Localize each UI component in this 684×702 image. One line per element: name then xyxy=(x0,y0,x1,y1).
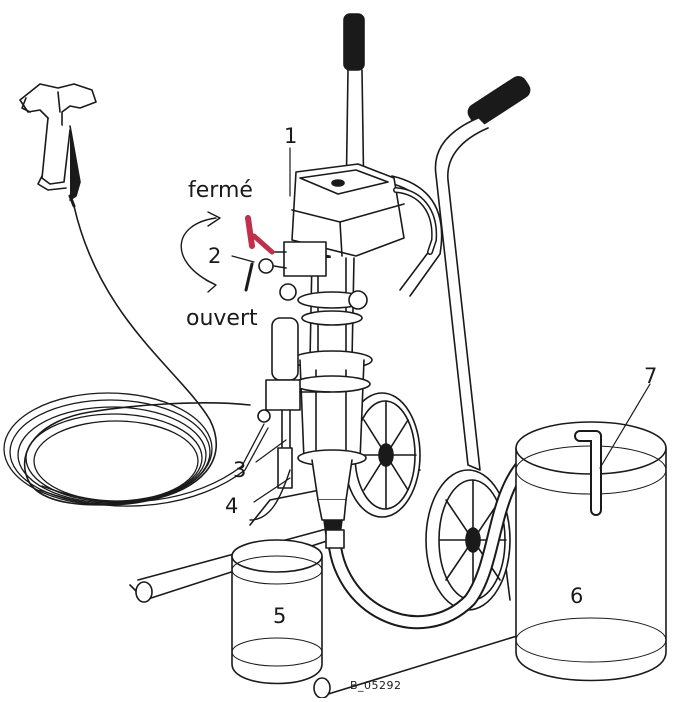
bucket-6 xyxy=(515,421,667,682)
leader-lines xyxy=(231,147,651,503)
bucket-5 xyxy=(231,539,323,685)
callout-6: 6 xyxy=(570,584,584,608)
spray-gun xyxy=(19,83,97,208)
callout-7: 7 xyxy=(644,364,658,388)
hose-coil xyxy=(3,392,269,507)
valve-closed-label: fermé xyxy=(188,178,253,203)
callout-3: 3 xyxy=(233,458,247,482)
pump-assembly xyxy=(244,163,438,536)
figure-code: B_05292 xyxy=(350,679,402,692)
valve-handle[interactable] xyxy=(245,215,255,249)
callout-5: 5 xyxy=(273,604,287,628)
valve-rotation-arrow xyxy=(180,211,221,293)
cart-frame xyxy=(129,76,531,699)
callout-4: 4 xyxy=(225,494,239,518)
callout-1: 1 xyxy=(284,124,298,148)
return-hose xyxy=(249,469,291,521)
valve-open-label: ouvert xyxy=(186,306,258,331)
callout-2: 2 xyxy=(208,244,222,268)
